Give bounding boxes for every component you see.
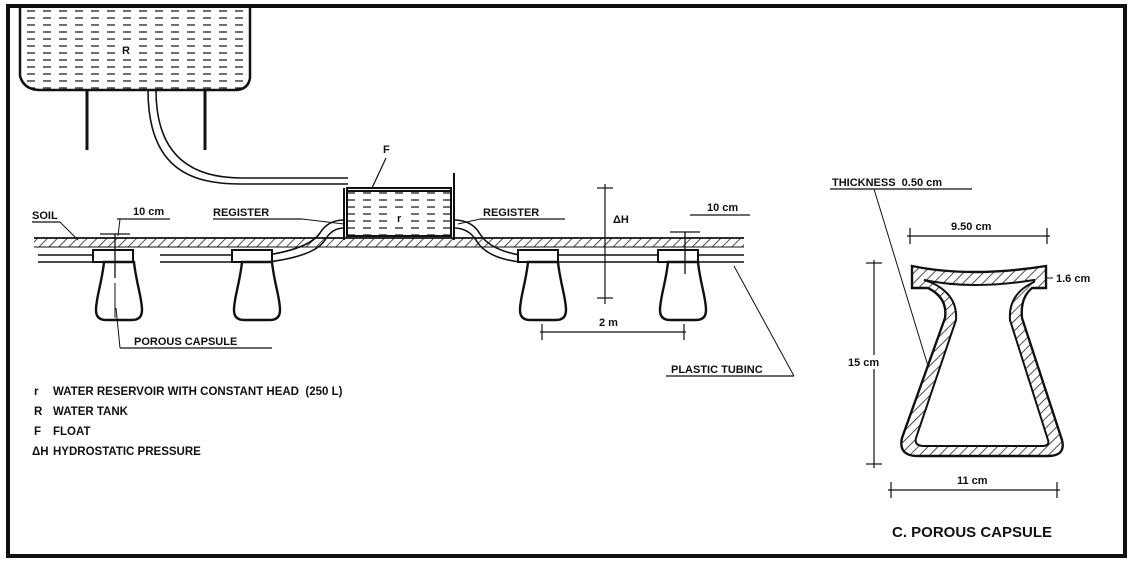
soil-layer	[34, 237, 744, 248]
feed-tube	[147, 89, 348, 185]
ten-cm-right-label: 10 cm	[707, 202, 738, 214]
bottom-width-label: 11 cm	[957, 475, 988, 487]
legend-text-tank: WATER TANK	[53, 406, 129, 418]
legend-symbol-F: F	[34, 426, 41, 438]
legend-text-hydrostatic: HYDROSTATIC PRESSURE	[53, 446, 201, 458]
legend-symbol-delta-h: ΔH	[32, 446, 49, 458]
delta-h-dimension	[597, 184, 613, 304]
plastic-tubing-label: PLASTIC TUBINC	[671, 364, 763, 376]
tank-legs	[85, 90, 207, 150]
field-capsule-2	[231, 249, 282, 322]
float-letter: F	[383, 144, 390, 156]
legend-symbol-r: r	[34, 386, 39, 398]
field-capsule-4	[657, 231, 708, 322]
capsule-detail-title: C. POROUS CAPSULE	[892, 524, 1052, 541]
soil-label: SOIL	[32, 210, 58, 222]
top-width-label: 9.50 cm	[951, 221, 992, 233]
legend-symbol-R: R	[34, 406, 43, 418]
porous-capsule-irrigation-diagram: R r F	[18, 8, 1090, 541]
height-label: 15 cm	[848, 357, 879, 369]
reservoir-letter: r	[397, 213, 402, 225]
register-right-label: REGISTER	[483, 207, 539, 219]
two-m-label: 2 m	[599, 317, 618, 329]
rim-height-label: 1.6 cm	[1056, 273, 1090, 285]
legend-text-float: FLOAT	[53, 426, 90, 438]
delta-h-label: ΔH	[613, 214, 629, 226]
legend: r WATER RESERVOIR WITH CONSTANT HEAD (25…	[32, 386, 343, 458]
legend-text-reservoir: WATER RESERVOIR WITH CONSTANT HEAD (250 …	[53, 386, 343, 398]
porous-capsule-label: POROUS CAPSULE	[134, 336, 237, 348]
thickness-label: THICKNESS 0.50 cm	[832, 177, 942, 189]
plastic-tubing-line	[38, 219, 744, 263]
ten-cm-left-label: 10 cm	[133, 206, 164, 218]
constant-head-reservoir: r F	[343, 144, 455, 240]
tank-letter: R	[122, 45, 130, 57]
register-left-label: REGISTER	[213, 207, 269, 219]
field-capsule-1	[92, 233, 144, 322]
two-m-dimension	[540, 324, 686, 340]
water-tank: R	[18, 8, 252, 92]
capsule-detail: THICKNESS 0.50 cm 9.50 cm 15 cm 1.6 cm 1…	[830, 177, 1090, 541]
field-capsule-3	[517, 249, 568, 322]
diagram-frame: R r F	[6, 4, 1127, 558]
